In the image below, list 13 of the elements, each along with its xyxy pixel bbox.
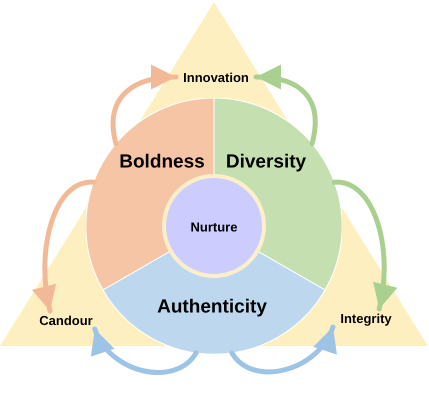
- segment-label: Diversity: [226, 152, 306, 172]
- curved-arrow: [229, 324, 336, 374]
- curved-arrow: [32, 180, 96, 314]
- curved-arrow: [254, 66, 318, 146]
- corner-label: Innovation: [182, 68, 250, 86]
- segment-label: Nurture: [190, 220, 238, 234]
- curved-arrow: [92, 326, 199, 375]
- corner-label: Candour: [38, 312, 94, 329]
- curved-arrow: [332, 180, 396, 312]
- segment-label: Authenticity: [157, 298, 267, 316]
- curved-arrow: [110, 66, 178, 146]
- segment-label: Boldness: [119, 152, 205, 172]
- corner-label: Integrity: [339, 310, 393, 327]
